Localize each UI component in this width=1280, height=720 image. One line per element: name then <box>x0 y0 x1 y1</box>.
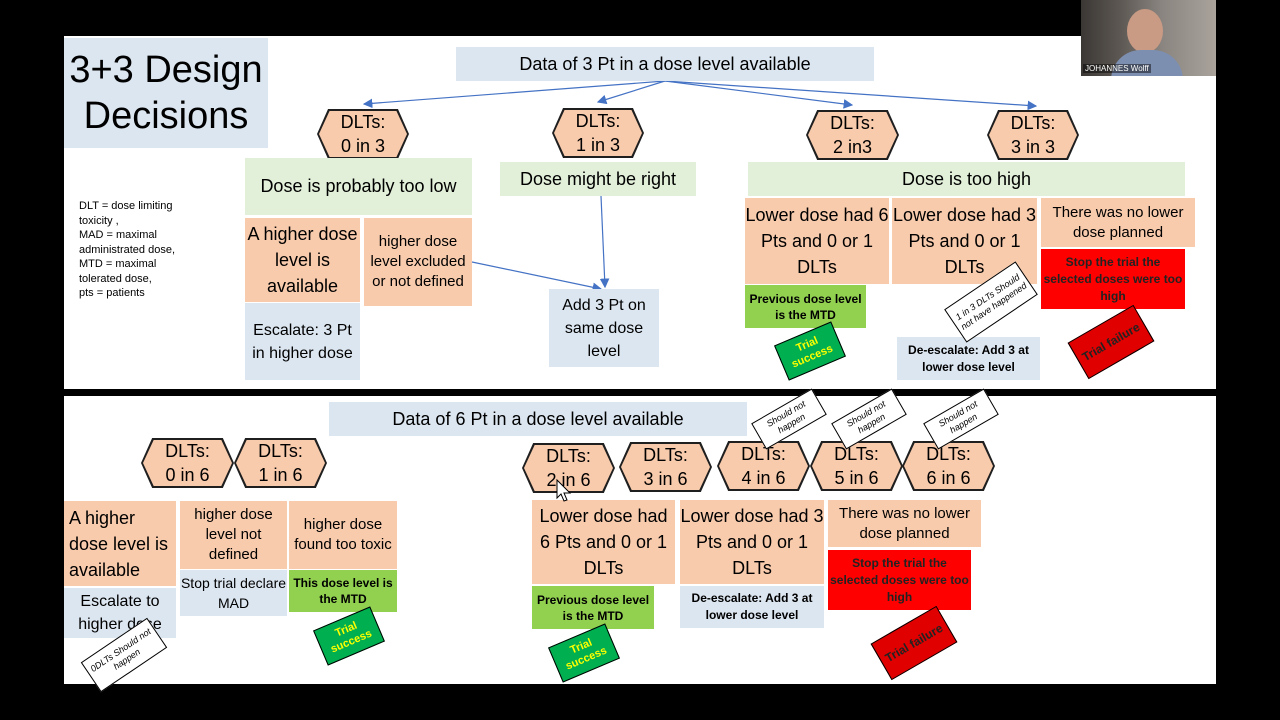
hex-3in3: DLTs: 3 in 3 <box>987 110 1079 160</box>
hex-1in3: DLTs: 1 in 3 <box>552 108 644 158</box>
arrow-to-3in3 <box>664 80 1038 111</box>
previous-dose-mtd-b: Previous dose level is the MTD <box>532 586 654 629</box>
hex-1in6: DLTs: 1 in 6 <box>234 438 327 488</box>
arrow-to-1in3 <box>596 80 666 105</box>
arrow-to-2in3 <box>664 80 854 109</box>
escalate-3pt: Escalate: 3 Pt in higher dose <box>245 303 360 380</box>
header-6pt: Data of 6 Pt in a dose level available <box>329 402 747 436</box>
arrow-might-right-to-add <box>599 195 610 289</box>
de-escalate-b: De-escalate: Add 3 at lower dose level <box>680 586 824 628</box>
stop-declare-mad: Stop trial declare MAD <box>180 570 287 616</box>
dose-might-be-right: Dose might be right <box>500 162 696 196</box>
dose-probably-too-low: Dose is probably too low <box>245 158 472 215</box>
hex-3in6: DLTs: 3 in 6 <box>619 442 712 492</box>
webcam-video-tile: JOHANNES Wolff <box>1081 0 1216 76</box>
hex-4in6: DLTs: 4 in 6 <box>717 441 810 491</box>
hex-2in3: DLTs: 2 in3 <box>806 110 899 160</box>
add-3pt-same-dose: Add 3 Pt on same dose level <box>549 289 659 367</box>
person-head <box>1127 9 1163 53</box>
higher-dose-not-defined: higher dose level not defined <box>180 501 287 569</box>
slide-title: 3+3 Design Decisions <box>64 38 268 148</box>
lower-dose-6pts: Lower dose had 6 Pts and 0 or 1 DLTs <box>745 198 889 284</box>
arrow-to-0in3 <box>362 80 666 109</box>
no-lower-dose-b: There was no lower dose planned <box>828 500 981 547</box>
stop-trial: Stop the trial the selected doses were t… <box>1041 249 1185 309</box>
dose-too-high: Dose is too high <box>748 162 1185 196</box>
de-escalate: De-escalate: Add 3 at lower dose level <box>897 337 1040 380</box>
hex-0in6: DLTs: 0 in 6 <box>141 438 234 488</box>
this-dose-mtd: This dose level is the MTD <box>289 570 397 612</box>
no-lower-dose: There was no lower dose planned <box>1041 198 1195 247</box>
escalate-higher-dose: Escalate to higher dose <box>64 588 176 638</box>
hex-5in6: DLTs: 5 in 6 <box>810 441 903 491</box>
higher-dose-available-6: A higher dose level is available <box>64 501 176 586</box>
header-3pt: Data of 3 Pt in a dose level available <box>456 47 874 81</box>
higher-dose-available: A higher dose level is available <box>245 218 360 302</box>
previous-dose-mtd: Previous dose level is the MTD <box>745 285 866 328</box>
higher-dose-too-toxic: higher dose found too toxic <box>289 501 397 569</box>
hex-0in3: DLTs: 0 in 3 <box>317 109 409 159</box>
lower-dose-3pts-b: Lower dose had 3 Pts and 0 or 1 DLTs <box>680 500 824 584</box>
arrow-excluded-to-add <box>471 261 603 292</box>
hex-6in6: DLTs: 6 in 6 <box>902 441 995 491</box>
hex-2in6: DLTs: 2 in 6 <box>522 443 615 493</box>
legend: DLT = dose limiting toxicity , MAD = max… <box>79 200 175 299</box>
stop-trial-b: Stop the trial the selected doses were t… <box>828 550 971 610</box>
higher-dose-excluded: higher dose level excluded or not define… <box>364 218 472 306</box>
lower-dose-6pts-b: Lower dose had 6 Pts and 0 or 1 DLTs <box>532 500 675 584</box>
participant-name: JOHANNES Wolff <box>1083 64 1151 73</box>
